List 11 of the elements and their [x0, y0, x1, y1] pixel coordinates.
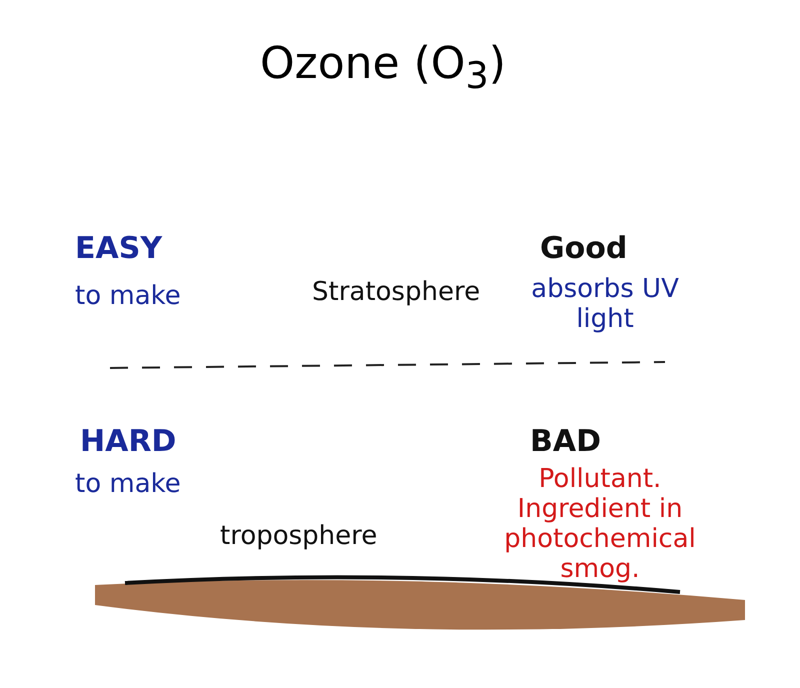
note-text: to make [75, 470, 182, 500]
heading-text: Good [540, 232, 628, 266]
layer-label-text: troposphere [220, 522, 378, 552]
note-text: Pollutant. Ingredient in photochemical smog. [503, 465, 697, 585]
heading-text: HARD [80, 425, 178, 460]
note-text: to make [75, 282, 182, 312]
heading-text: BAD [530, 425, 602, 460]
heading-text: EASY [75, 232, 164, 266]
layer-label-text: Stratosphere [312, 278, 482, 308]
diagram-title: Ozone (O$_{3}$) [260, 38, 506, 97]
note-text: absorbs UV light [530, 275, 680, 335]
